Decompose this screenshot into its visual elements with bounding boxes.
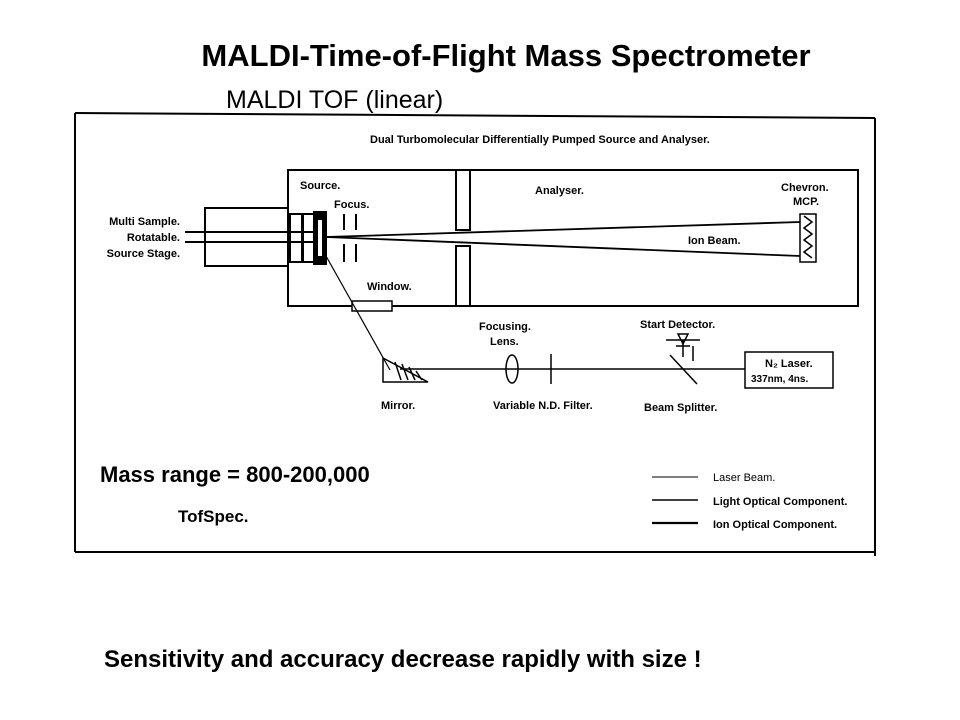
stage-label-1: Multi Sample. [109, 216, 180, 228]
mass-range-label: Mass range = 800-200,000 [100, 462, 370, 487]
mirror-label: Mirror. [381, 400, 415, 412]
source-label: Source. [300, 180, 340, 192]
pumping-label: Dual Turbomolecular Differentially Pumpe… [370, 134, 710, 146]
stage-label-2: Rotatable. [127, 232, 180, 244]
slide-title: MALDI-Time-of-Flight Mass Spectrometer [201, 38, 811, 73]
vacuum-housing [287, 169, 859, 307]
tofspec-label: TofSpec. [178, 507, 249, 526]
start-detector-label: Start Detector. [640, 319, 715, 331]
focus-label: Focus. [334, 199, 369, 211]
window-label: Window. [367, 281, 412, 293]
analyser-label: Analyser. [535, 185, 584, 197]
optical-bench [382, 333, 834, 389]
legend-light-optical: Light Optical Component. [713, 496, 847, 508]
diagram-frame [74, 112, 876, 556]
mcp-detector [799, 213, 817, 263]
nd-filter-label: Variable N.D. Filter. [493, 400, 593, 412]
slide-footer: Sensitivity and accuracy decrease rapidl… [104, 646, 702, 673]
legend [652, 476, 698, 525]
mcp-label: MCP. [793, 196, 819, 208]
focusing-lens-label-1: Focusing. [479, 321, 531, 333]
laser-label-1: N₂ Laser. [765, 358, 813, 370]
slide-subtitle: MALDI TOF (linear) [226, 86, 444, 114]
focusing-lens-label-2: Lens. [490, 336, 519, 348]
legend-laser-beam: Laser Beam. [713, 472, 775, 484]
ion-beam-label: Ion Beam. [688, 235, 741, 247]
source-stage [185, 207, 327, 267]
chevron-label: Chevron. [781, 182, 829, 194]
beam-splitter-label: Beam Splitter. [644, 402, 717, 414]
stage-label-3: Source Stage. [107, 248, 180, 260]
laser-path-to-sample [325, 255, 391, 371]
focus-plates [343, 214, 357, 262]
laser-label-2: 337nm, 4ns. [751, 374, 808, 385]
window [351, 300, 393, 312]
legend-ion-optical: Ion Optical Component. [713, 519, 837, 531]
ion-beam [325, 221, 801, 257]
